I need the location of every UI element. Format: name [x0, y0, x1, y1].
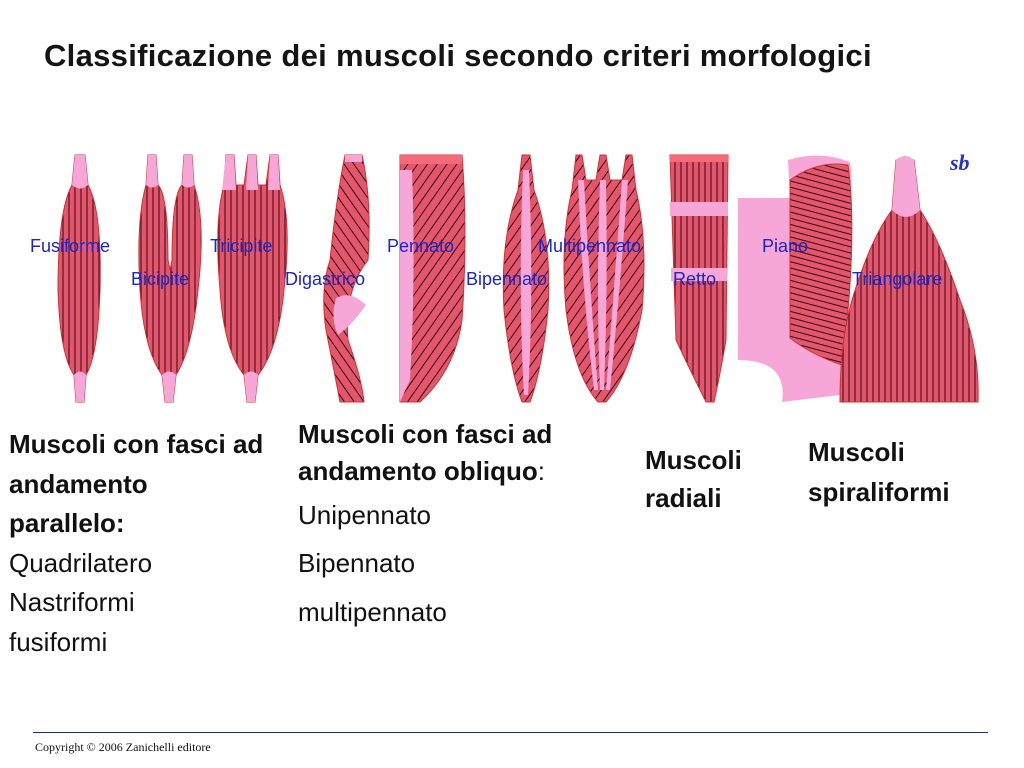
bicipite-muscle — [138, 154, 202, 403]
bipennato-muscle — [502, 154, 550, 403]
category-radial-heading: Muscoli radiali — [645, 445, 742, 513]
label-pennato: Pennato — [387, 236, 454, 256]
category-oblique-item: Bipennato — [298, 548, 416, 578]
label-multipennato: Multipennato — [538, 236, 641, 256]
digastrico-muscle — [323, 154, 370, 403]
category-oblique-item: Unipennato — [298, 500, 431, 530]
category-oblique: Muscoli con fasci ad andamento obliquo: … — [298, 416, 618, 637]
author-signature: sb — [949, 150, 970, 175]
label-bicipite: Bicipite — [131, 269, 189, 289]
piano-muscle — [738, 155, 853, 402]
footer-divider — [33, 732, 988, 733]
category-spiral-heading: Muscoli spiraliformi — [808, 437, 950, 507]
category-parallel-heading: Muscoli con fasci ad andamento parallelo… — [9, 429, 264, 538]
category-radial: Muscoli radiali — [645, 441, 785, 517]
category-parallel-item: Nastriformi — [9, 587, 135, 617]
triangolare-muscle — [839, 156, 979, 403]
copyright-notice: Copyright © 2006 Zanichelli editore — [35, 740, 211, 754]
label-triangolare: Triangolare — [852, 269, 942, 289]
category-parallel: Muscoli con fasci ad andamento parallelo… — [9, 425, 269, 662]
label-bipennato: Bipennato — [466, 269, 547, 289]
label-digastrico: Digastrico — [285, 269, 365, 289]
multipennato-muscle — [563, 154, 645, 403]
muscle-shapes-figure: Fusiforme Bicipite Tricipite Digastrico … — [0, 140, 1024, 420]
category-oblique-heading: Muscoli con fasci ad andamento obliquo — [298, 419, 553, 486]
slide-title: Classificazione dei muscoli secondo crit… — [44, 38, 872, 73]
fusiforme-muscle — [57, 154, 101, 403]
category-parallel-item: Quadrilatero — [9, 547, 153, 578]
label-piano: Piano — [762, 236, 808, 256]
category-oblique-colon: : — [537, 456, 545, 486]
label-tricipite: Tricipite — [210, 236, 272, 256]
category-spiral: Muscoli spiraliformi — [808, 432, 1018, 512]
category-parallel-item: fusiformi — [9, 626, 108, 657]
tricipite-muscle — [217, 154, 288, 403]
category-oblique-item: multipennato — [298, 597, 447, 627]
retto-muscle — [669, 154, 729, 403]
label-retto: Retto — [673, 269, 716, 289]
pennato-muscle — [399, 154, 466, 403]
label-fusiforme: Fusiforme — [30, 236, 110, 256]
